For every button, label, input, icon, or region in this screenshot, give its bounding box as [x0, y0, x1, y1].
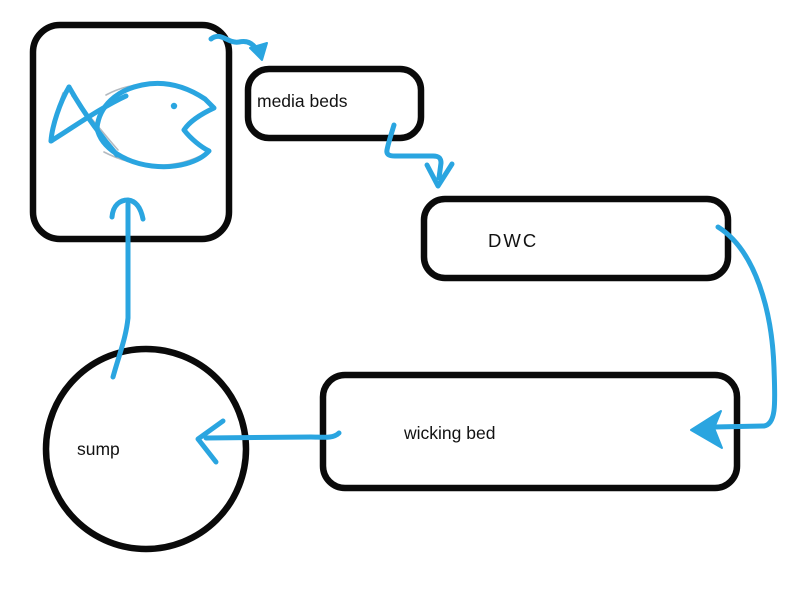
fish-tail-cross-2 [48, 93, 129, 144]
arrow-shaft [110, 201, 131, 380]
node-media-beds: media beds [244, 65, 425, 142]
node-sump: sump [42, 345, 250, 553]
arrow-head-down-icon [424, 161, 455, 189]
dwc-label: DWC [488, 230, 538, 251]
arrow-shaft [203, 430, 342, 441]
edge-sump-to-fish-tank [109, 197, 146, 380]
fish-tank-box [29, 21, 233, 243]
fish-tail-cross-1 [66, 84, 120, 158]
edge-wicking-bed-to-sump [195, 418, 342, 465]
node-dwc: DWC [420, 195, 732, 282]
arrow-shaft [384, 122, 444, 181]
edge-dwc-to-wicking-bed [690, 224, 778, 449]
media-beds-label: media beds [257, 91, 348, 111]
fish-body [94, 80, 217, 170]
dwc-box [420, 195, 732, 282]
fish-eye [170, 102, 178, 110]
wicking-bed-label: wicking bed [403, 423, 495, 443]
node-wicking-bed: wicking bed [319, 371, 741, 492]
fish-tail-edge [48, 84, 72, 144]
arrow-head-up-icon [109, 197, 146, 222]
node-fish-tank [29, 21, 233, 243]
edge-media-beds-to-dwc [384, 122, 455, 189]
fish-icon [48, 80, 217, 170]
arrow-shaft [711, 224, 778, 430]
arrow-head-left-icon [195, 418, 226, 465]
edge-fish-tank-to-media-beds [208, 33, 268, 61]
sump-label: sump [77, 439, 120, 459]
arrow-shaft [208, 33, 259, 52]
arrow-head-down-icon [249, 42, 268, 61]
media-beds-box [244, 65, 425, 142]
sump-circle [42, 345, 250, 553]
arrow-head-left-icon [690, 410, 723, 449]
wicking-bed-box [319, 371, 741, 492]
